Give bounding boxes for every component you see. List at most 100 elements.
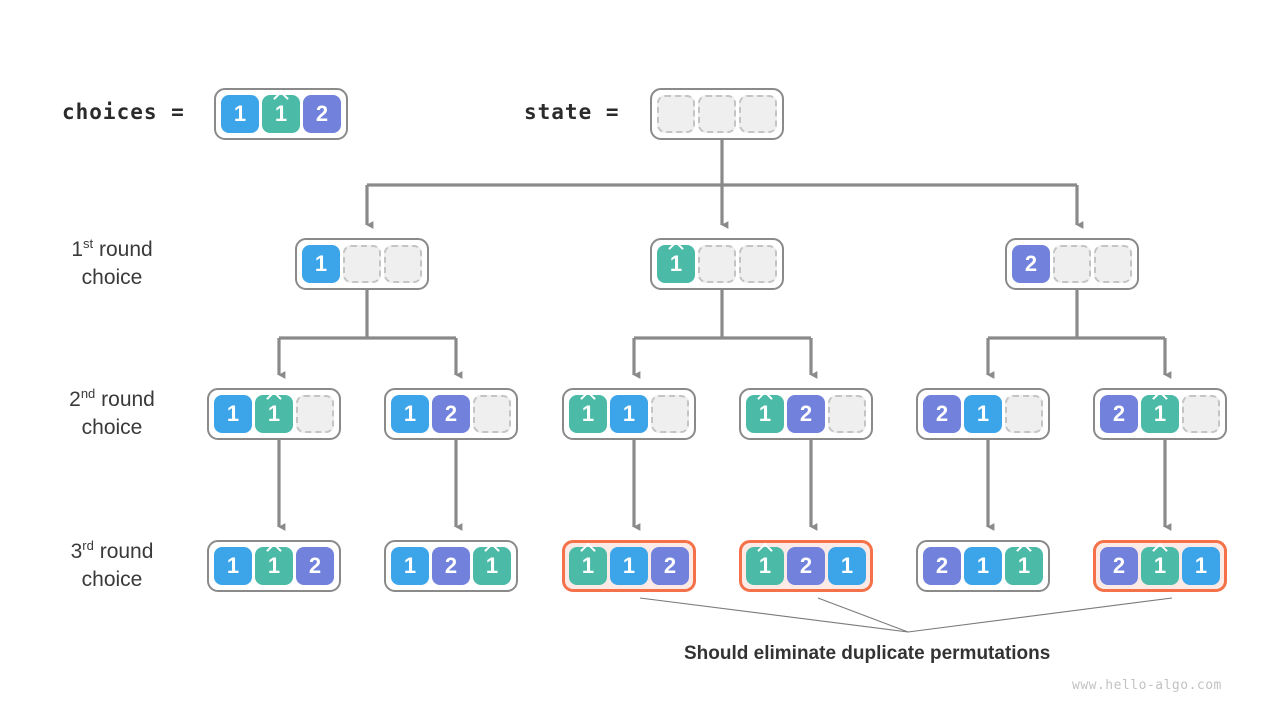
array-cell: 1 (1005, 547, 1043, 585)
round-label-line2: choice (81, 416, 143, 440)
array-cell: 1 (964, 547, 1002, 585)
watermark: www.hello-algo.com (1072, 678, 1222, 693)
cell-value: 2 (799, 401, 813, 426)
round-label-line1: 2nd round (69, 386, 155, 414)
array-cell: 1 (214, 547, 252, 585)
cell-value: 1 (267, 553, 281, 578)
array-cell: 1 (746, 547, 784, 585)
cell-value: 1 (314, 251, 328, 276)
cell-value: 1 (1153, 553, 1167, 578)
cell-value: 2 (935, 553, 949, 578)
cell-value: 1 (669, 251, 683, 276)
array-cell-empty (1182, 395, 1220, 433)
array-cell: 1 (214, 395, 252, 433)
array-cell-empty (698, 95, 736, 133)
round-ordinal: 2 (69, 388, 81, 411)
array-cell: 1 (255, 395, 293, 433)
cell-value: 1 (1194, 553, 1208, 578)
cell-value: 2 (663, 553, 677, 578)
array-cell: 2 (1100, 547, 1138, 585)
array-cell: 2 (432, 547, 470, 585)
array-cell-empty (828, 395, 866, 433)
array-cell: 1 (569, 395, 607, 433)
choices-label: choices = (62, 100, 185, 124)
array-cell: 2 (787, 547, 825, 585)
array-cell-empty (473, 395, 511, 433)
state-node: 2 (1005, 238, 1139, 290)
state-node-duplicate: 2 1 1 (1093, 540, 1227, 592)
cell-value: 1 (758, 553, 772, 578)
array-cell: 1 (746, 395, 784, 433)
cell-value: 2 (799, 553, 813, 578)
array-cell: 1 (302, 245, 340, 283)
round-ordinal: 3 (70, 540, 83, 563)
round-label-line2: choice (81, 266, 143, 290)
array-cell: 1 (610, 547, 648, 585)
duplicate-permutations-caption: Should eliminate duplicate permutations (684, 643, 1051, 664)
array-cell-empty (1005, 395, 1043, 433)
cell-value: 2 (444, 401, 458, 426)
array-cell: 2 (923, 547, 961, 585)
round-word: round (99, 540, 154, 563)
array-cell: 2 (432, 395, 470, 433)
cell-value: 2 (1024, 251, 1038, 276)
array-cell: 1 (1141, 547, 1179, 585)
cell-value: 2 (315, 101, 329, 126)
cell-value: 1 (226, 553, 240, 578)
array-cell: 2 (923, 395, 961, 433)
array-cell: 1 (657, 245, 695, 283)
cell-value: 1 (581, 553, 595, 578)
array-cell: 1 (255, 547, 293, 585)
array-cell: 2 (1012, 245, 1050, 283)
array-cell: 1 (569, 547, 607, 585)
round-label-line1: 3rd round (71, 538, 154, 566)
cell-value: 1 (976, 401, 990, 426)
state-node: 1 (295, 238, 429, 290)
cell-value: 1 (1017, 553, 1031, 578)
array-cell: 1 (828, 547, 866, 585)
array-cell-empty (657, 95, 695, 133)
round-ordinal-suffix: st (83, 236, 94, 251)
array-cell-empty (343, 245, 381, 283)
array-cell-empty (384, 245, 422, 283)
array-cell: 2 (787, 395, 825, 433)
array-cell: 1 (262, 95, 300, 133)
array-cell: 2 (651, 547, 689, 585)
array-cell: 2 (303, 95, 341, 133)
state-label: state = (524, 100, 620, 124)
choices-array: 1 1 2 (214, 88, 348, 140)
array-cell: 1 (391, 395, 429, 433)
round-label-line1: 1st round (71, 236, 152, 264)
array-cell-empty (1094, 245, 1132, 283)
cell-value: 1 (233, 101, 247, 126)
state-node-duplicate: 1 2 1 (739, 540, 873, 592)
cell-value: 1 (758, 401, 772, 426)
array-cell: 1 (964, 395, 1002, 433)
array-cell: 2 (296, 547, 334, 585)
cell-value: 1 (226, 401, 240, 426)
array-cell-empty (296, 395, 334, 433)
cell-value: 2 (1112, 401, 1126, 426)
cell-value: 2 (935, 401, 949, 426)
array-cell: 1 (391, 547, 429, 585)
cell-value: 1 (581, 401, 595, 426)
cell-value: 2 (1112, 553, 1126, 578)
state-node: 2 1 1 (916, 540, 1050, 592)
round-word: round (98, 238, 153, 261)
cell-value: 1 (274, 101, 288, 126)
array-cell-empty (739, 95, 777, 133)
cell-value: 1 (840, 553, 854, 578)
cell-value: 1 (976, 553, 990, 578)
state-node: 1 (650, 238, 784, 290)
